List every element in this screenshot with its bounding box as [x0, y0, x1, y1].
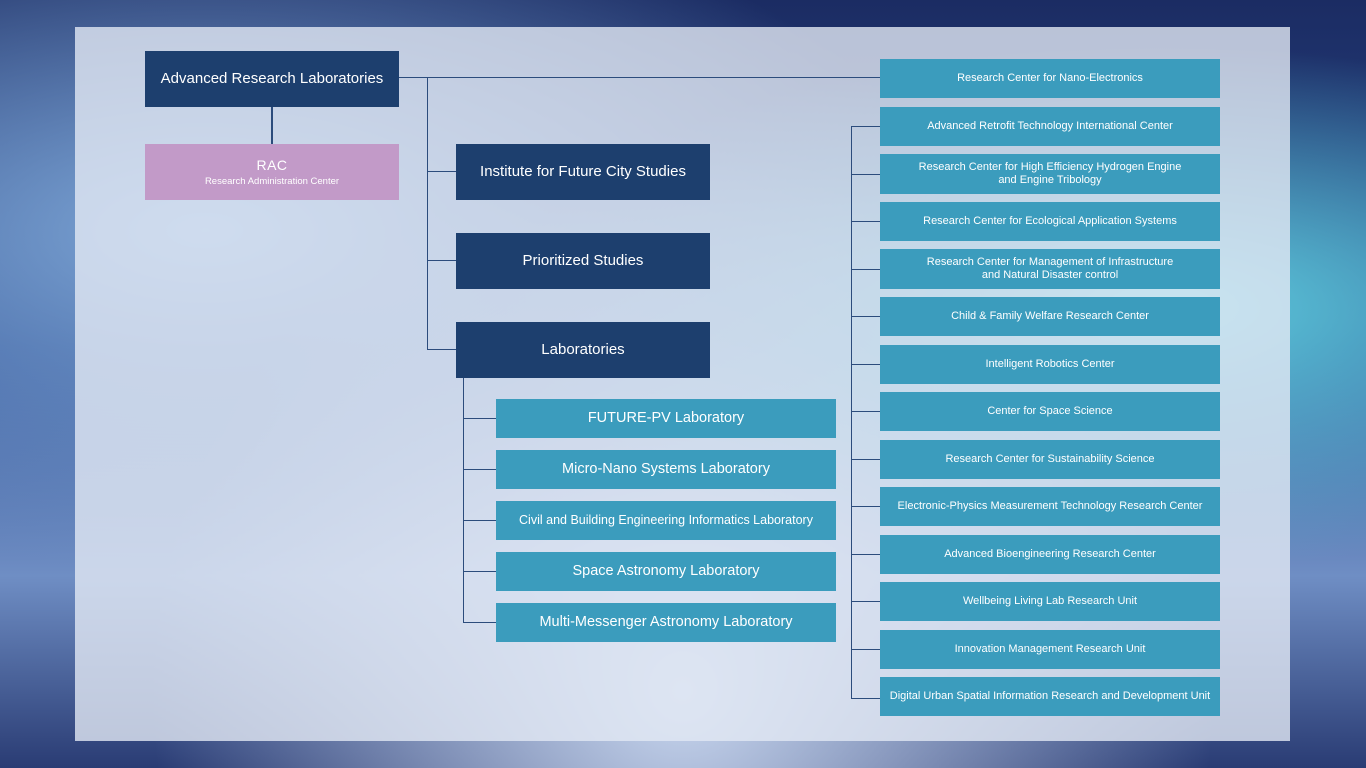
center-label: Advanced Retrofit Technology Internation…: [927, 119, 1173, 132]
connector-line: [851, 364, 880, 365]
connector-line: [427, 171, 456, 172]
lab-label: Space Astronomy Laboratory: [572, 562, 760, 579]
connector-line: [463, 622, 496, 623]
rac-label: RAC: [256, 156, 288, 173]
center-label: Wellbeing Living Lab Research Unit: [962, 594, 1138, 607]
connector-line: [851, 269, 880, 270]
connector-line: [851, 554, 880, 555]
root-node-label: Advanced Research Laboratories: [160, 70, 384, 87]
connector-line: [851, 698, 880, 699]
center-node-infrastructure-disaster[interactable]: Research Center for Management of Infras…: [880, 249, 1220, 289]
center-label: Innovation Management Research Unit: [954, 642, 1146, 655]
center-label: Digital Urban Spatial Information Resear…: [889, 689, 1211, 702]
lab-node-civil-building-informatics[interactable]: Civil and Building Engineering Informati…: [496, 501, 836, 540]
center-node-sustainability-science[interactable]: Research Center for Sustainability Scien…: [880, 440, 1220, 479]
center-node-hydrogen-engine[interactable]: Research Center for High Efficiency Hydr…: [880, 154, 1220, 194]
connector-line: [851, 126, 880, 127]
center-label: Intelligent Robotics Center: [985, 357, 1115, 370]
connector-line: [271, 107, 273, 144]
center-node-ecological-application[interactable]: Research Center for Ecological Applicati…: [880, 202, 1220, 241]
node-institute-future-city-studies[interactable]: Institute for Future City Studies: [456, 144, 710, 200]
center-label: Research Center for Management of Infras…: [926, 255, 1174, 268]
center-node-nano-electronics[interactable]: Research Center for Nano-Electronics: [880, 59, 1220, 98]
connector-line: [851, 411, 880, 412]
lab-label: Multi-Messenger Astronomy Laboratory: [539, 613, 793, 630]
center-node-electronic-physics-measurement[interactable]: Electronic-Physics Measurement Technolog…: [880, 487, 1220, 526]
lab-node-micro-nano-systems[interactable]: Micro-Nano Systems Laboratory: [496, 450, 836, 489]
center-label: Research Center for Ecological Applicati…: [923, 214, 1177, 227]
connector-line: [427, 349, 456, 350]
connector-line: [463, 571, 496, 572]
connector-line: [463, 469, 496, 470]
root-node-advanced-research-laboratories[interactable]: Advanced Research Laboratories: [145, 51, 399, 107]
lab-node-space-astronomy[interactable]: Space Astronomy Laboratory: [496, 552, 836, 591]
connector-line: [851, 506, 880, 507]
center-node-intelligent-robotics[interactable]: Intelligent Robotics Center: [880, 345, 1220, 384]
center-node-space-science[interactable]: Center for Space Science: [880, 392, 1220, 431]
connector-line: [851, 601, 880, 602]
center-label-line2: and Engine Tribology: [998, 174, 1102, 186]
rac-sublabel: Research Administration Center: [204, 175, 340, 187]
center-node-wellbeing-living-lab[interactable]: Wellbeing Living Lab Research Unit: [880, 582, 1220, 621]
center-label-line2: and Natural Disaster control: [981, 269, 1119, 281]
center-label: Research Center for High Efficiency Hydr…: [918, 160, 1182, 173]
connector-line: [427, 260, 456, 261]
connector-line: [463, 418, 496, 419]
lab-node-future-pv[interactable]: FUTURE-PV Laboratory: [496, 399, 836, 438]
center-node-advanced-retrofit[interactable]: Advanced Retrofit Technology Internation…: [880, 107, 1220, 146]
center-label: Center for Space Science: [987, 404, 1113, 417]
connector-line: [851, 126, 852, 698]
center-node-advanced-bioengineering[interactable]: Advanced Bioengineering Research Center: [880, 535, 1220, 574]
center-label: Research Center for Sustainability Scien…: [945, 452, 1155, 465]
center-label: Research Center for Nano-Electronics: [957, 71, 1143, 84]
connector-line: [427, 77, 428, 349]
node-laboratories[interactable]: Laboratories: [456, 322, 710, 378]
lab-label: Civil and Building Engineering Informati…: [519, 513, 813, 527]
connector-line: [851, 221, 880, 222]
connector-line: [851, 316, 880, 317]
rac-node[interactable]: RAC Research Administration Center: [145, 144, 399, 200]
connector-line: [851, 459, 880, 460]
node-label: Prioritized Studies: [522, 252, 644, 269]
node-label: Institute for Future City Studies: [480, 163, 686, 180]
lab-node-multi-messenger-astronomy[interactable]: Multi-Messenger Astronomy Laboratory: [496, 603, 836, 642]
center-label: Electronic-Physics Measurement Technolog…: [897, 499, 1203, 512]
center-node-child-family-welfare[interactable]: Child & Family Welfare Research Center: [880, 297, 1220, 336]
connector-line: [851, 174, 880, 175]
center-node-innovation-management[interactable]: Innovation Management Research Unit: [880, 630, 1220, 669]
center-label: Child & Family Welfare Research Center: [951, 309, 1149, 322]
center-label: Advanced Bioengineering Research Center: [944, 547, 1156, 560]
lab-label: FUTURE-PV Laboratory: [587, 409, 745, 426]
connector-line: [851, 649, 880, 650]
connector-line: [399, 77, 880, 78]
node-prioritized-studies[interactable]: Prioritized Studies: [456, 233, 710, 289]
connector-line: [463, 520, 496, 521]
connector-line: [463, 378, 464, 622]
center-node-digital-urban-spatial[interactable]: Digital Urban Spatial Information Resear…: [880, 677, 1220, 716]
lab-label: Micro-Nano Systems Laboratory: [562, 460, 770, 477]
node-label: Laboratories: [541, 341, 625, 358]
